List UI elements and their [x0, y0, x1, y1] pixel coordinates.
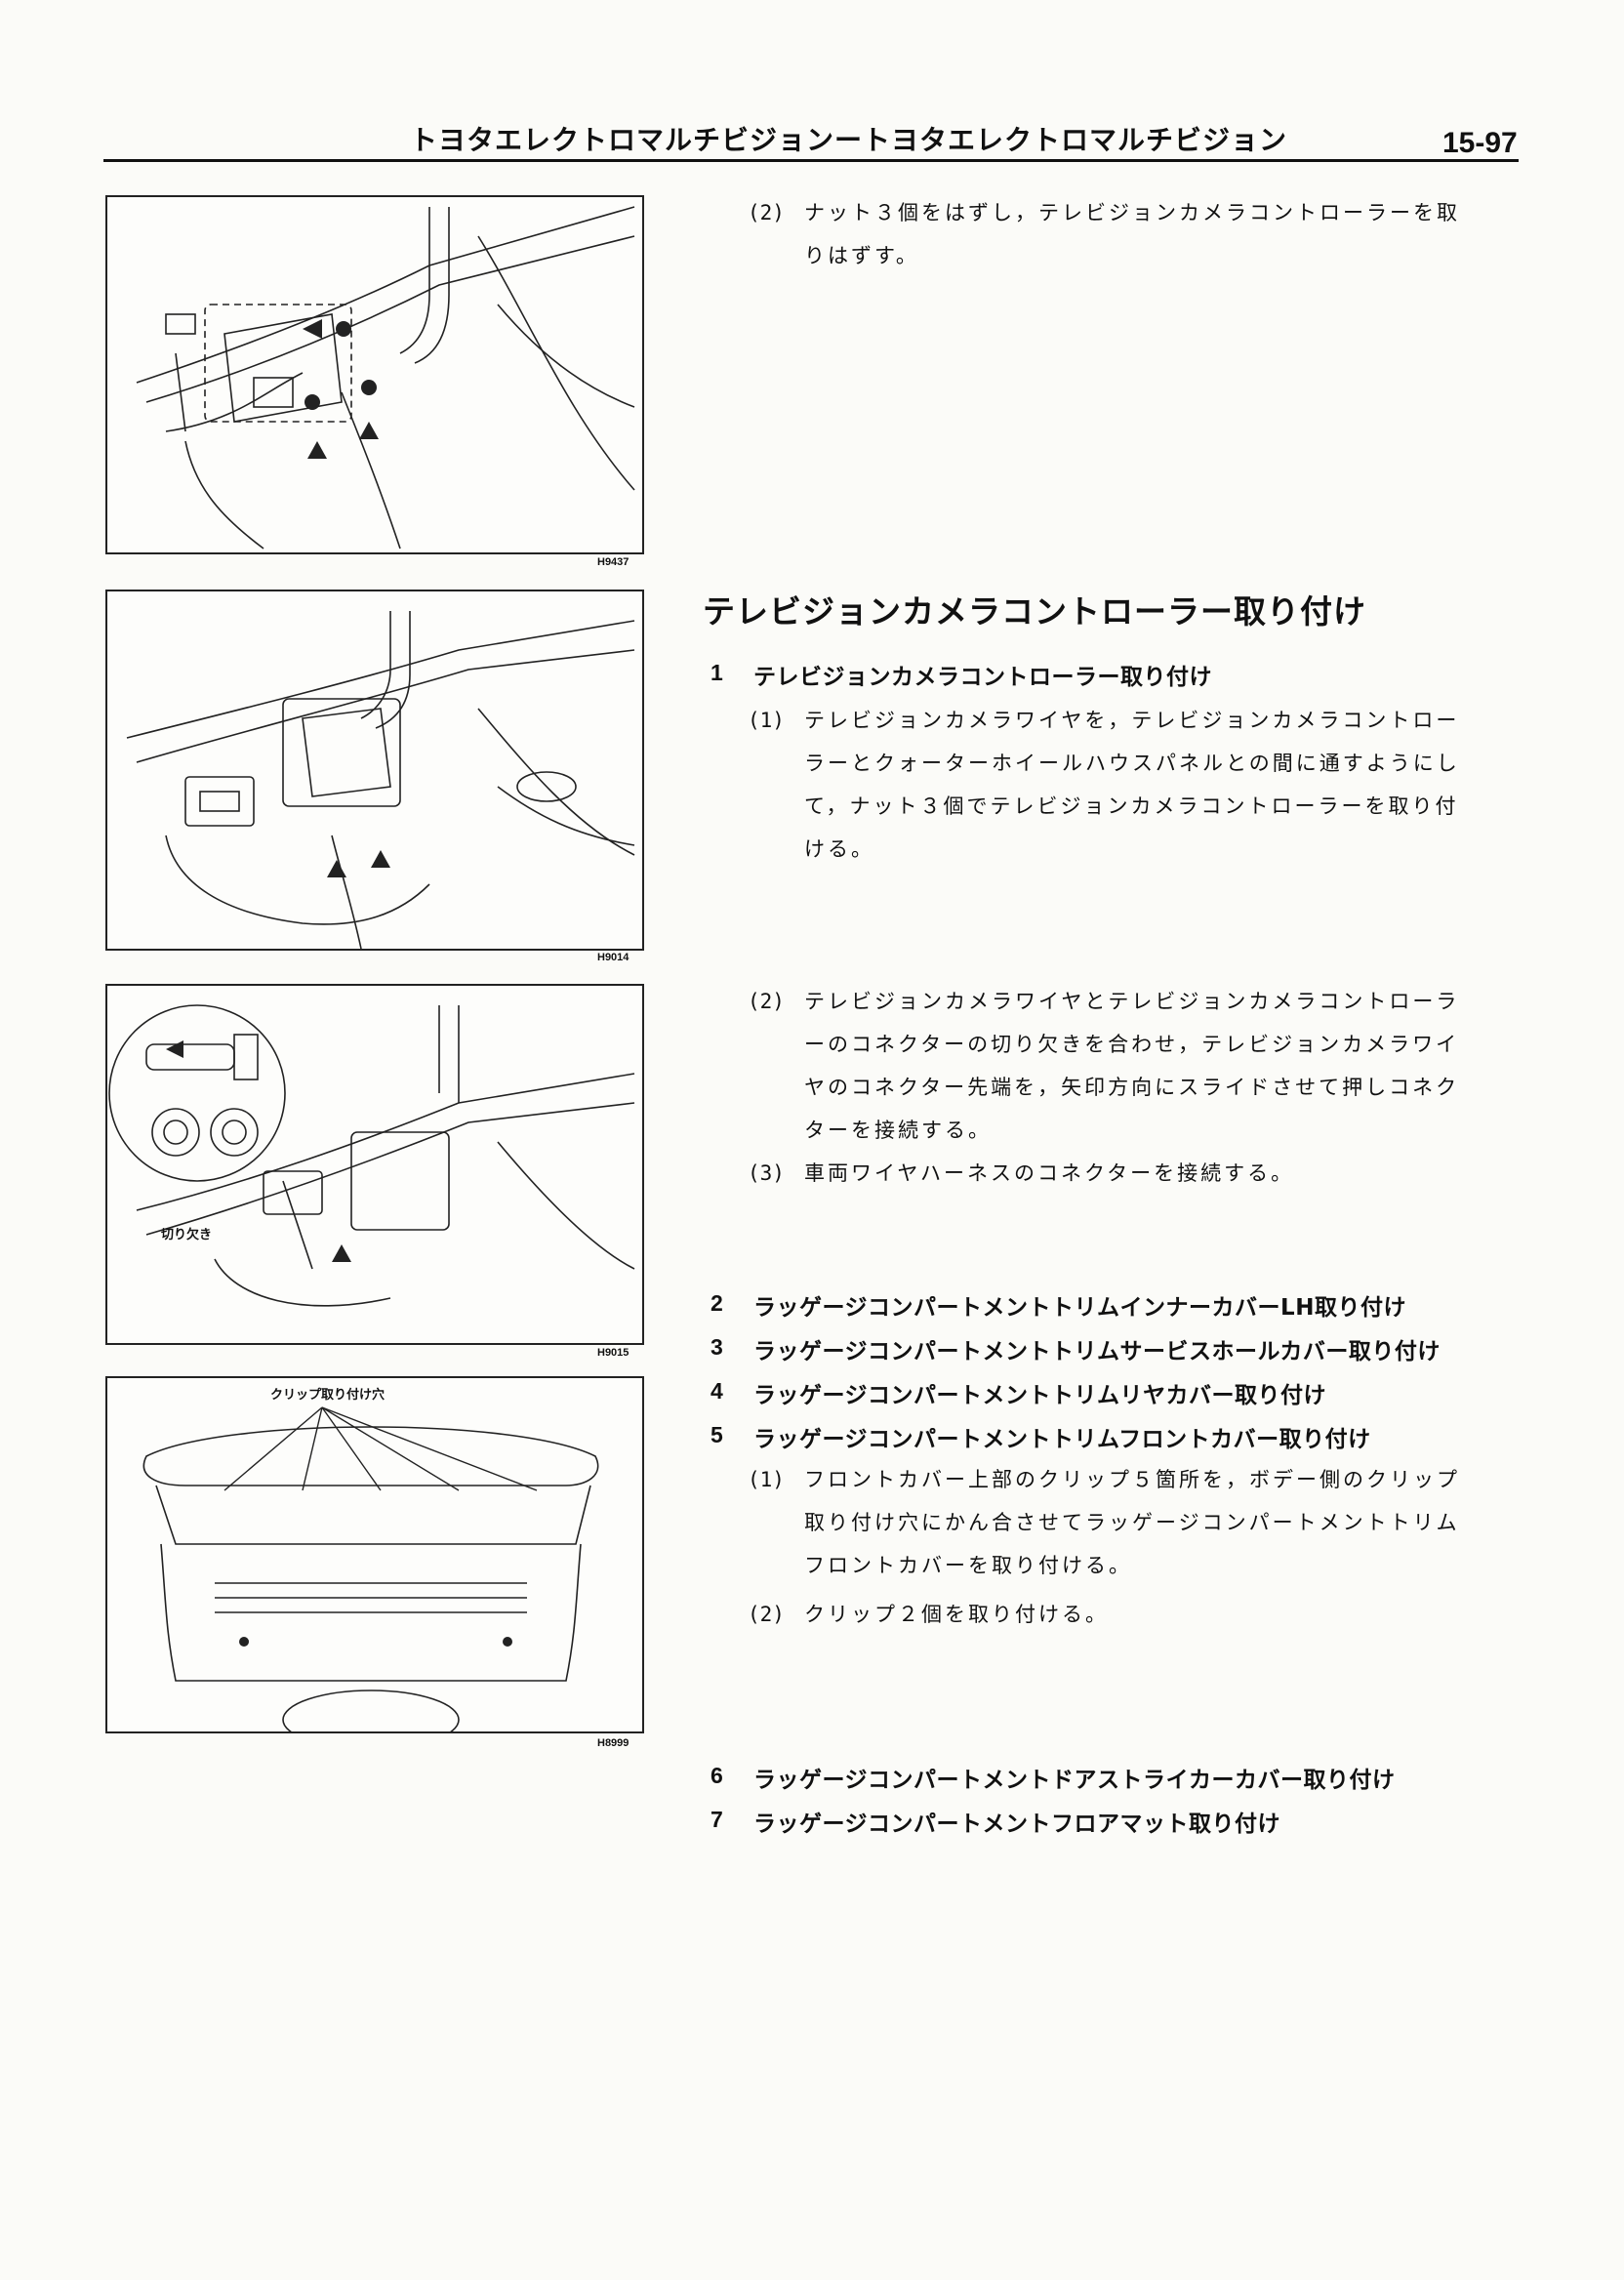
illustration-connector	[108, 1004, 635, 1307]
nut-marker-icons	[304, 321, 377, 410]
header-rule	[103, 159, 1519, 162]
step-number: 5	[710, 1422, 723, 1447]
removal-step-2-line-2: りはずす。	[804, 244, 919, 267]
step-title: ラッゲージコンパートメントトリムリヤカバー取り付け	[753, 1383, 1327, 1408]
step-title: ラッゲージコンパートメントドアストライカーカバー取り付け	[753, 1768, 1396, 1793]
substep-marker: (1)	[748, 1468, 785, 1491]
substep-marker: (2)	[748, 201, 785, 224]
step-1-3-line: 車両ワイヤハーネスのコネクターを接続する。	[804, 1161, 1295, 1185]
substep-marker: (3)	[748, 1161, 785, 1185]
step-5-1-line: フロントカバーを取り付ける。	[804, 1554, 1132, 1577]
illustration-front-cover	[142, 1406, 599, 1731]
step-number: 7	[710, 1807, 723, 1832]
step-1-2-line: ーのコネクターの切り欠きを合わせ，テレビジョンカメラワイ	[804, 1033, 1460, 1056]
figure-connector-notch	[105, 984, 644, 1345]
step-number: 6	[710, 1763, 723, 1788]
substep-marker: (1)	[748, 709, 785, 732]
step-title: テレビジョンカメラコントローラー取り付け	[753, 665, 1212, 690]
page-header-title: トヨタエレクトロマルチビジョンートヨタエレクトロマルチビジョン	[410, 124, 1288, 156]
arrow-icons	[166, 1040, 351, 1262]
step-1-1-line: て，ナット３個でテレビジョンカメラコントローラーを取り付	[804, 794, 1459, 818]
step-1-1-line: ラーとクォーターホイールハウスパネルとの間に通すようにし	[804, 752, 1460, 775]
figure-code: H8999	[597, 1737, 629, 1749]
substep-marker: (2)	[748, 1603, 785, 1626]
step-5-2-line: クリップ２個を取り付ける。	[804, 1603, 1109, 1626]
illustration-controller-install	[126, 611, 635, 949]
substep-marker: (2)	[748, 990, 785, 1013]
page-number: 15-97	[1442, 127, 1518, 159]
step-1-1-line: テレビジョンカメラワイヤを，テレビジョンカメラコントロー	[804, 709, 1460, 732]
step-number: 3	[710, 1334, 723, 1360]
figure-code: H9437	[597, 556, 629, 568]
figure-code: H9015	[597, 1347, 629, 1359]
step-number: 4	[710, 1378, 723, 1404]
figure-label-notch: 切り欠き	[161, 1228, 213, 1242]
figure-controller-installation	[105, 590, 644, 951]
step-5-1-line: フロントカバー上部のクリップ５箇所を，ボデー側のクリップ	[804, 1468, 1460, 1491]
step-1-1-line: ける。	[804, 837, 874, 861]
figure-label-clip-holes: クリップ取り付け穴	[270, 1388, 386, 1403]
step-title: ラッゲージコンパートメントフロアマット取り付け	[753, 1812, 1281, 1837]
figure-controller-removal	[105, 195, 644, 554]
step-1-2-line: テレビジョンカメラワイヤとテレビジョンカメラコントローラ	[804, 990, 1460, 1013]
step-title: ラッゲージコンパートメントトリムフロントカバー取り付け	[753, 1427, 1371, 1452]
step-title: ラッゲージコンパートメントトリムインナーカバーLH取り付け	[753, 1295, 1406, 1321]
removal-step-2-line-1: ナット３個をはずし，テレビジョンカメラコントローラーを取	[804, 201, 1460, 224]
section-title: テレビジョンカメラコントローラー取り付け	[703, 592, 1366, 631]
illustration-controller-nuts	[136, 206, 635, 550]
step-number: 1	[710, 660, 723, 685]
figure-code: H9014	[597, 952, 629, 963]
clip-leader-lines	[223, 1406, 538, 1491]
arrow-icons	[327, 850, 390, 877]
clip-icons	[239, 1637, 512, 1647]
figure-front-cover-clips	[105, 1376, 644, 1733]
step-number: 2	[710, 1290, 723, 1316]
step-1-2-line: ヤのコネクター先端を，矢印方向にスライドさせて押しコネク	[804, 1076, 1460, 1099]
step-title: ラッゲージコンパートメントトリムサービスホールカバー取り付け	[753, 1339, 1441, 1364]
step-5-1-line: 取り付け穴にかん合させてラッゲージコンパートメントトリム	[804, 1511, 1460, 1534]
arrow-icons	[303, 319, 379, 459]
step-1-2-line: ターを接続する。	[804, 1119, 992, 1142]
